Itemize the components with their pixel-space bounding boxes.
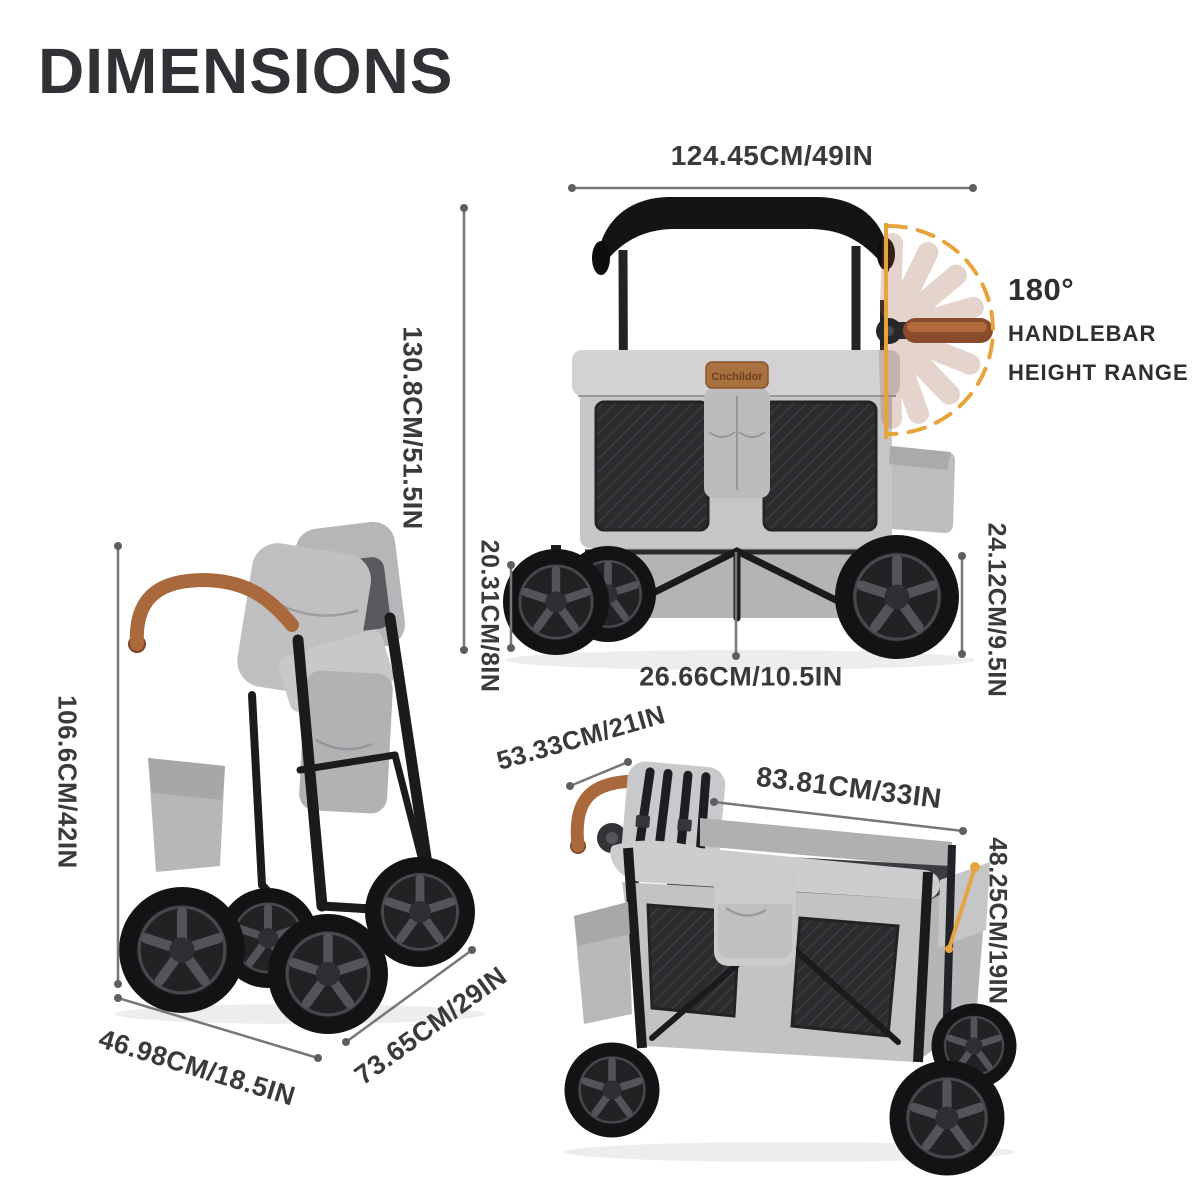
folded-handlebar — [129, 572, 299, 651]
dim-label-ground-clearance: 26.66CM/10.5IN — [639, 661, 843, 692]
dim-label-front-wheel-height: 20.31CM/8IN — [475, 539, 504, 693]
open-wheel — [890, 1061, 1005, 1176]
dim-label-total-height: 130.8CM/51.5IN — [397, 326, 428, 530]
dim-label-top-width: 124.45CM/49IN — [670, 140, 874, 171]
height-reference-line — [947, 866, 977, 950]
handlebar-callout-line2: HEIGHT RANGE — [1008, 360, 1189, 385]
ground-shadow — [505, 650, 975, 670]
wagon-side-view-illustration: Cnchildor — [503, 197, 975, 670]
handlebar-range-fan — [876, 223, 995, 439]
open-wheel — [565, 1043, 660, 1138]
mesh-panel — [790, 916, 900, 1038]
rear-wheel — [835, 535, 959, 659]
dim-label-folded-height: 106.6CM/42IN — [52, 695, 83, 869]
mesh-panel — [594, 400, 710, 532]
front-wheel — [503, 549, 609, 655]
dim-label-basket-height: 48.25CM/19IN — [983, 837, 1012, 1005]
range-arc — [887, 224, 995, 436]
brand-patch-label: Cnchildor — [711, 371, 763, 383]
canopy — [596, 197, 890, 274]
folded-wheel — [268, 914, 388, 1034]
dimension-line-endpoints — [114, 184, 977, 1062]
dim-label-rear-wheel-height: 24.12CM/9.5IN — [982, 522, 1011, 698]
handlebar-callout-line1: HANDLEBAR — [1008, 321, 1157, 346]
brand-patch — [705, 361, 769, 389]
wagon-open-view-illustration — [565, 761, 1017, 1176]
folded-wheel — [119, 887, 245, 1013]
handlebar-angle-label: 180° — [1008, 272, 1075, 307]
handlebar-callout: 180° HANDLEBAR HEIGHT RANGE — [1008, 272, 1189, 386]
page-title: DIMENSIONS — [38, 35, 454, 107]
wagon-folded-view-illustration — [115, 521, 485, 1034]
mesh-panel — [762, 400, 878, 532]
dimension-lines — [116, 186, 973, 1060]
